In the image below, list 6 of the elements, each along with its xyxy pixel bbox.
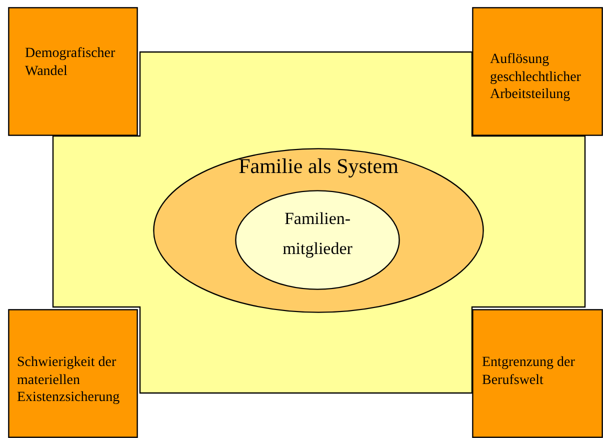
factor-label: Schwierigkeit der materiellen Existenzsicherung — [17, 354, 121, 406]
factor-label: Demografischer Wandel — [25, 45, 116, 80]
member-label: Familien- mitglieder — [282, 208, 354, 260]
factor-label: Auflösung geschlechtlicher Arbeitsteilung — [490, 51, 582, 104]
factor-label: Entgrenzung der Berufswelt — [482, 354, 576, 389]
system-title: Familie als System — [238, 154, 400, 180]
